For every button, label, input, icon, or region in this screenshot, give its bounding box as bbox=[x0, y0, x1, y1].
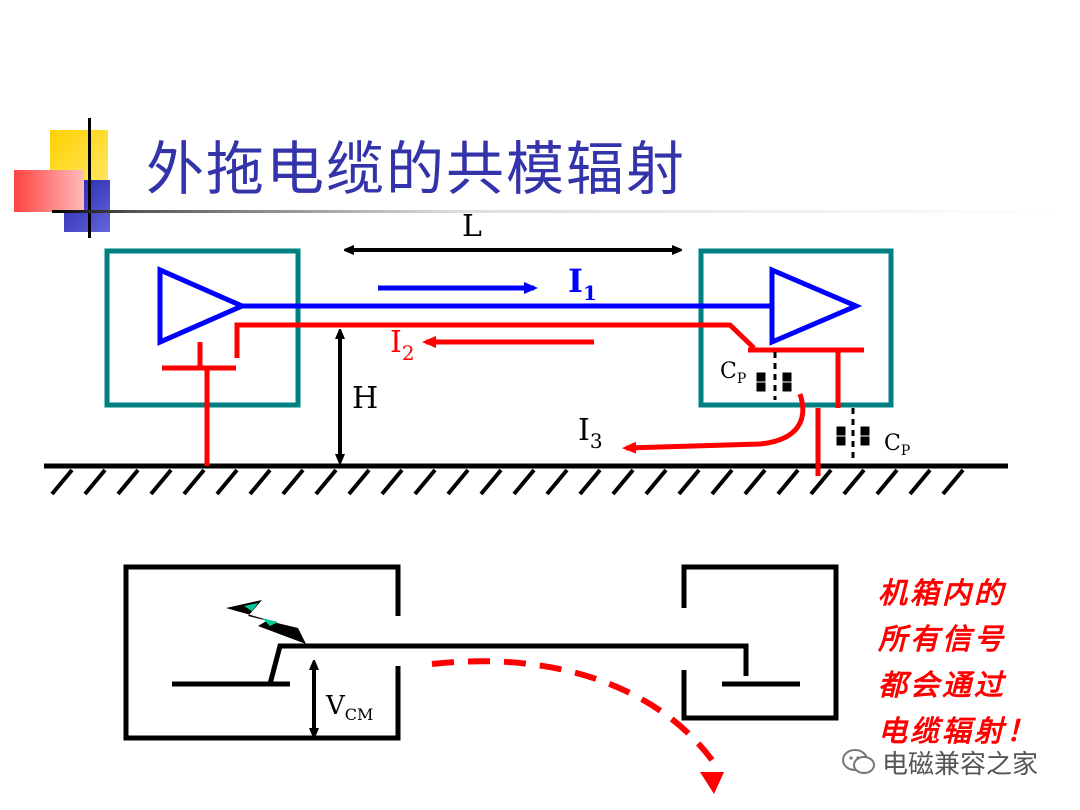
note-line: 所有信号 bbox=[878, 622, 1007, 656]
ground-hatch-mark bbox=[545, 468, 569, 496]
ground-hatch-mark bbox=[710, 468, 734, 496]
ground-hatch-mark bbox=[479, 468, 503, 496]
watermark-text: 电磁兼容之家 bbox=[882, 750, 1039, 780]
watermark: 电磁兼容之家 bbox=[842, 744, 1038, 783]
capacitor-outer-label: CP bbox=[884, 431, 910, 459]
note-line: 都会通过 bbox=[878, 668, 1007, 702]
ground-hatch-mark bbox=[875, 468, 899, 496]
ground-hatch-mark bbox=[644, 468, 668, 496]
ground-hatch-mark bbox=[842, 468, 866, 496]
capacitor-inner-label: CP bbox=[720, 359, 746, 387]
left-enclosure bbox=[123, 564, 401, 741]
ground-hatch-mark bbox=[578, 468, 602, 496]
left-equipment-box bbox=[104, 248, 301, 408]
length-label: L bbox=[462, 209, 482, 244]
ground-hatch-mark bbox=[908, 468, 932, 496]
vcm-label: VCM bbox=[325, 691, 373, 724]
ground-hatch-mark bbox=[677, 468, 701, 496]
ground-hatch-mark bbox=[116, 468, 140, 496]
ground-hatch-mark bbox=[776, 468, 800, 496]
slide-title: 外拖电缆的共模辐射 bbox=[146, 135, 687, 203]
current-i3-arrow bbox=[622, 393, 806, 454]
ground-hatch-mark bbox=[413, 468, 437, 496]
ground-hatch-mark bbox=[743, 468, 767, 496]
note-line: 机箱内的 bbox=[878, 576, 1007, 610]
current-i3-label: I3 bbox=[578, 413, 603, 453]
external-cable bbox=[267, 643, 749, 685]
note-line: 电缆辐射！ bbox=[878, 714, 1039, 748]
ground-plane bbox=[44, 463, 1008, 496]
ground-hatch-mark bbox=[215, 468, 239, 496]
wechat-icon bbox=[842, 748, 876, 783]
outer-parasitic-capacitor bbox=[836, 408, 870, 462]
ground-hatch-mark bbox=[149, 468, 173, 496]
ground-hatch-mark bbox=[512, 468, 536, 496]
current-i1-label: I1 bbox=[568, 262, 597, 305]
ground-hatch-mark bbox=[314, 468, 338, 496]
ground-hatch-mark bbox=[281, 468, 305, 496]
ground-hatch-mark bbox=[380, 468, 404, 496]
ground-hatch-mark bbox=[248, 468, 272, 496]
ground-hatch-mark bbox=[611, 468, 635, 496]
annotation-note: 机箱内的 所有信号 都会通过 电缆辐射！ bbox=[878, 570, 1058, 754]
return-conductor bbox=[234, 322, 756, 358]
ground-hatch-mark bbox=[182, 468, 206, 496]
right-enclosure bbox=[681, 564, 839, 721]
ground-hatch-mark bbox=[941, 468, 965, 496]
ground-hatch-mark bbox=[50, 468, 74, 496]
height-label: H bbox=[352, 381, 378, 416]
ground-hatch-mark bbox=[83, 468, 107, 496]
ground-hatch-mark bbox=[446, 468, 470, 496]
radiation-path bbox=[431, 658, 715, 762]
right-equipment-box bbox=[698, 248, 894, 408]
current-i2-label: I2 bbox=[390, 325, 415, 365]
ground-hatch-mark bbox=[347, 468, 371, 496]
radiation-arrow-head bbox=[700, 772, 724, 794]
inner-parasitic-capacitor bbox=[756, 352, 792, 400]
receiver-amplifier-icon bbox=[769, 266, 863, 346]
noise-source-icon bbox=[226, 600, 306, 644]
driver-amplifier-icon bbox=[157, 266, 249, 346]
ground-hatch-mark bbox=[809, 468, 833, 496]
